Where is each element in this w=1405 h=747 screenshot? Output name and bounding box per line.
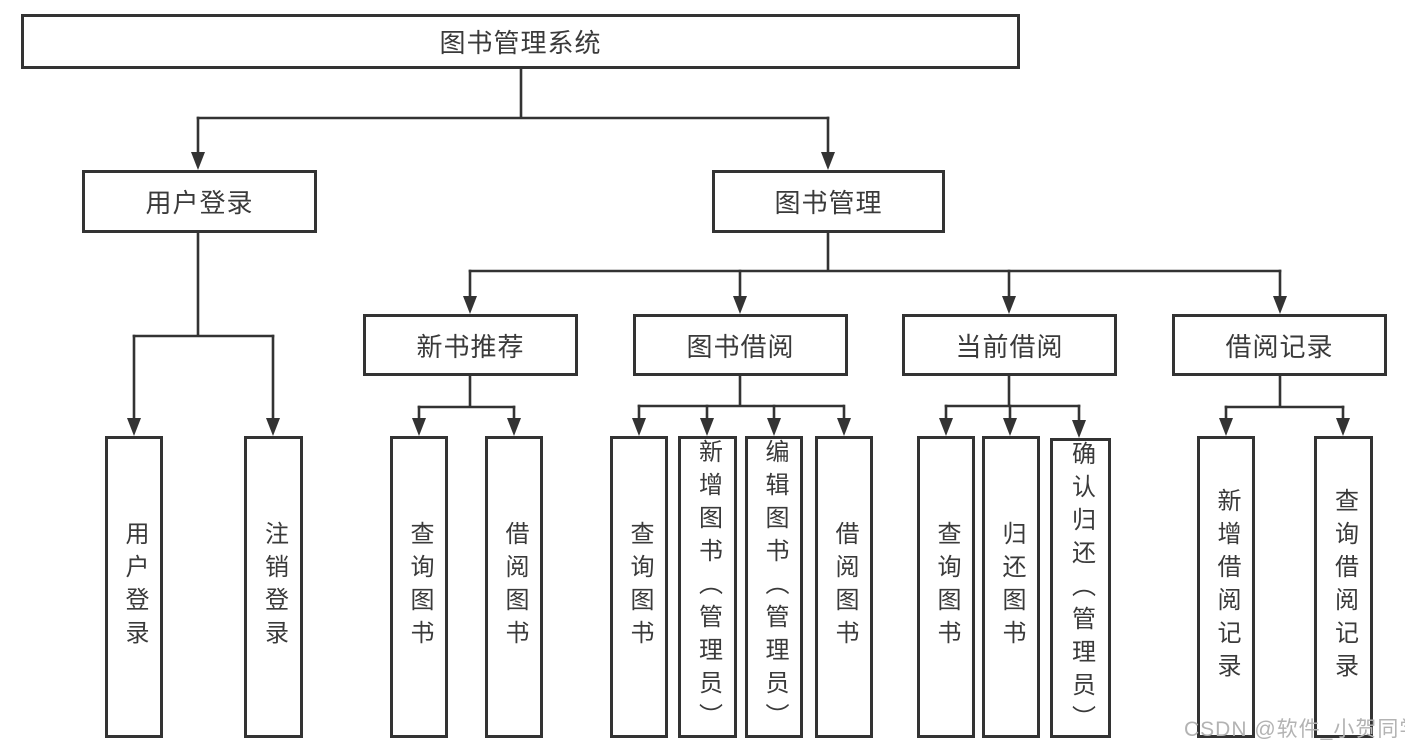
connector-book-borrow-to-leaves [632, 376, 851, 436]
leaf-logout-label: 注销登录 [260, 521, 288, 653]
node-book-borrow: 图书借阅 [633, 314, 848, 376]
node-new-book-recommend: 新书推荐 [363, 314, 578, 376]
leaf-confirm-return-admin: 确认归还（管理员） [1050, 438, 1111, 738]
leaf-edit-books-admin: 编辑图书（管理员） [745, 436, 803, 738]
leaf-user-login: 用户登录 [105, 436, 163, 738]
leaf-add-books-admin: 新增图书（管理员） [678, 436, 737, 738]
leaf-add-borrow-record-label: 新增借阅记录 [1213, 488, 1240, 686]
connector-new-book-recommend-to-leaves [412, 376, 521, 436]
leaf-query-borrow-record: 查询借阅记录 [1314, 436, 1373, 738]
leaf-return-books-label: 归还图书 [998, 521, 1025, 653]
csdn-watermark: CSDN @软件_小贺同学 [1184, 718, 1405, 741]
node-current-borrow: 当前借阅 [902, 314, 1117, 376]
leaf-query-books-current: 查询图书 [917, 436, 975, 738]
connector-root-to-level2 [191, 68, 835, 170]
leaf-logout: 注销登录 [244, 436, 303, 738]
leaf-edit-books-admin-label: 编辑图书（管理员） [761, 439, 788, 736]
leaf-return-books: 归还图书 [982, 436, 1040, 738]
leaf-borrow-books: 借阅图书 [815, 436, 873, 738]
connector-borrow-records-to-leaves [1219, 376, 1350, 436]
leaf-borrow-books-recommend-label: 借阅图书 [501, 521, 528, 653]
leaf-add-books-admin-label: 新增图书（管理员） [694, 439, 722, 736]
leaf-user-login-label: 用户登录 [121, 521, 148, 653]
leaf-query-books-borrow: 查询图书 [610, 436, 668, 738]
node-borrow-records: 借阅记录 [1172, 314, 1387, 376]
leaf-query-books-current-label: 查询图书 [933, 521, 960, 653]
connector-user-login-to-leaves [127, 233, 280, 436]
leaf-confirm-return-admin-label: 确认归还（管理员） [1067, 441, 1095, 738]
leaf-borrow-books-recommend: 借阅图书 [485, 436, 543, 738]
leaf-query-books-borrow-label: 查询图书 [626, 521, 653, 653]
leaf-add-borrow-record: 新增借阅记录 [1197, 436, 1255, 738]
connector-book-management-to-level3 [463, 233, 1287, 314]
leaf-borrow-books-label: 借阅图书 [831, 521, 858, 653]
node-book-management: 图书管理 [712, 170, 945, 233]
node-user-login: 用户登录 [82, 170, 317, 233]
leaf-query-borrow-record-label: 查询借阅记录 [1330, 488, 1358, 686]
node-library-management-system: 图书管理系统 [21, 14, 1020, 69]
leaf-query-books-recommend-label: 查询图书 [406, 521, 433, 653]
leaf-query-books-recommend: 查询图书 [390, 436, 448, 738]
connector-current-borrow-to-leaves [939, 376, 1086, 438]
